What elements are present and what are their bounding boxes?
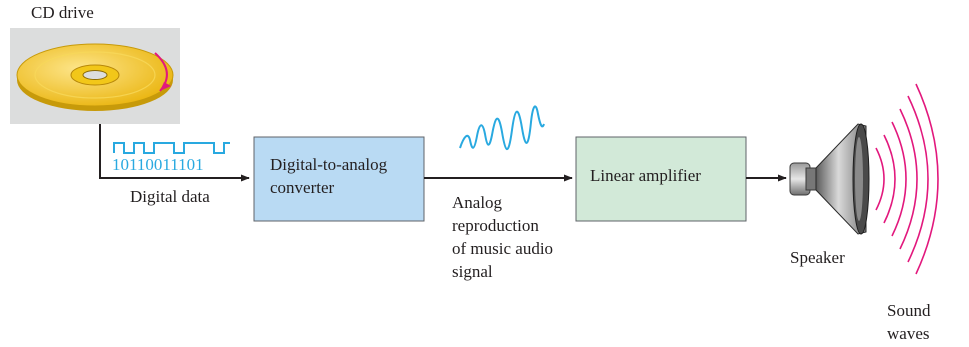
sound-waves-icon (875, 83, 939, 275)
square-wave-icon (113, 142, 230, 154)
sound-waves-label-line1: Sound (887, 301, 931, 320)
rotation-arrowhead-icon (160, 82, 171, 91)
analog-label-line4: signal (452, 262, 493, 281)
cd-drive-label: CD drive (31, 3, 94, 22)
binary-data-label: 10110011101 (112, 155, 204, 174)
dac-label-line2: converter (270, 178, 335, 197)
amplifier-block: Linear amplifier (575, 136, 747, 222)
amplifier-box (575, 136, 747, 222)
dac-label-line1: Digital-to-analog (270, 155, 388, 174)
dac-box (253, 136, 425, 222)
analog-label-line2: reproduction (452, 216, 539, 235)
digital-connector-arrow (99, 124, 250, 182)
sound-waves-label-line2: waves (887, 324, 929, 343)
cd-disc-icon (16, 43, 174, 111)
speaker-icon (789, 123, 870, 235)
dac-block: Digital-to-analog converter (253, 136, 425, 222)
cd-drive: CD drive (10, 3, 180, 124)
analog-label-line1: Analog (452, 193, 503, 212)
analog-waveform-icon (459, 105, 545, 150)
amplifier-label: Linear amplifier (590, 166, 701, 185)
digital-data-label: Digital data (130, 187, 210, 206)
speaker-label: Speaker (790, 248, 845, 267)
analog-label-line3: of music audio (452, 239, 553, 258)
